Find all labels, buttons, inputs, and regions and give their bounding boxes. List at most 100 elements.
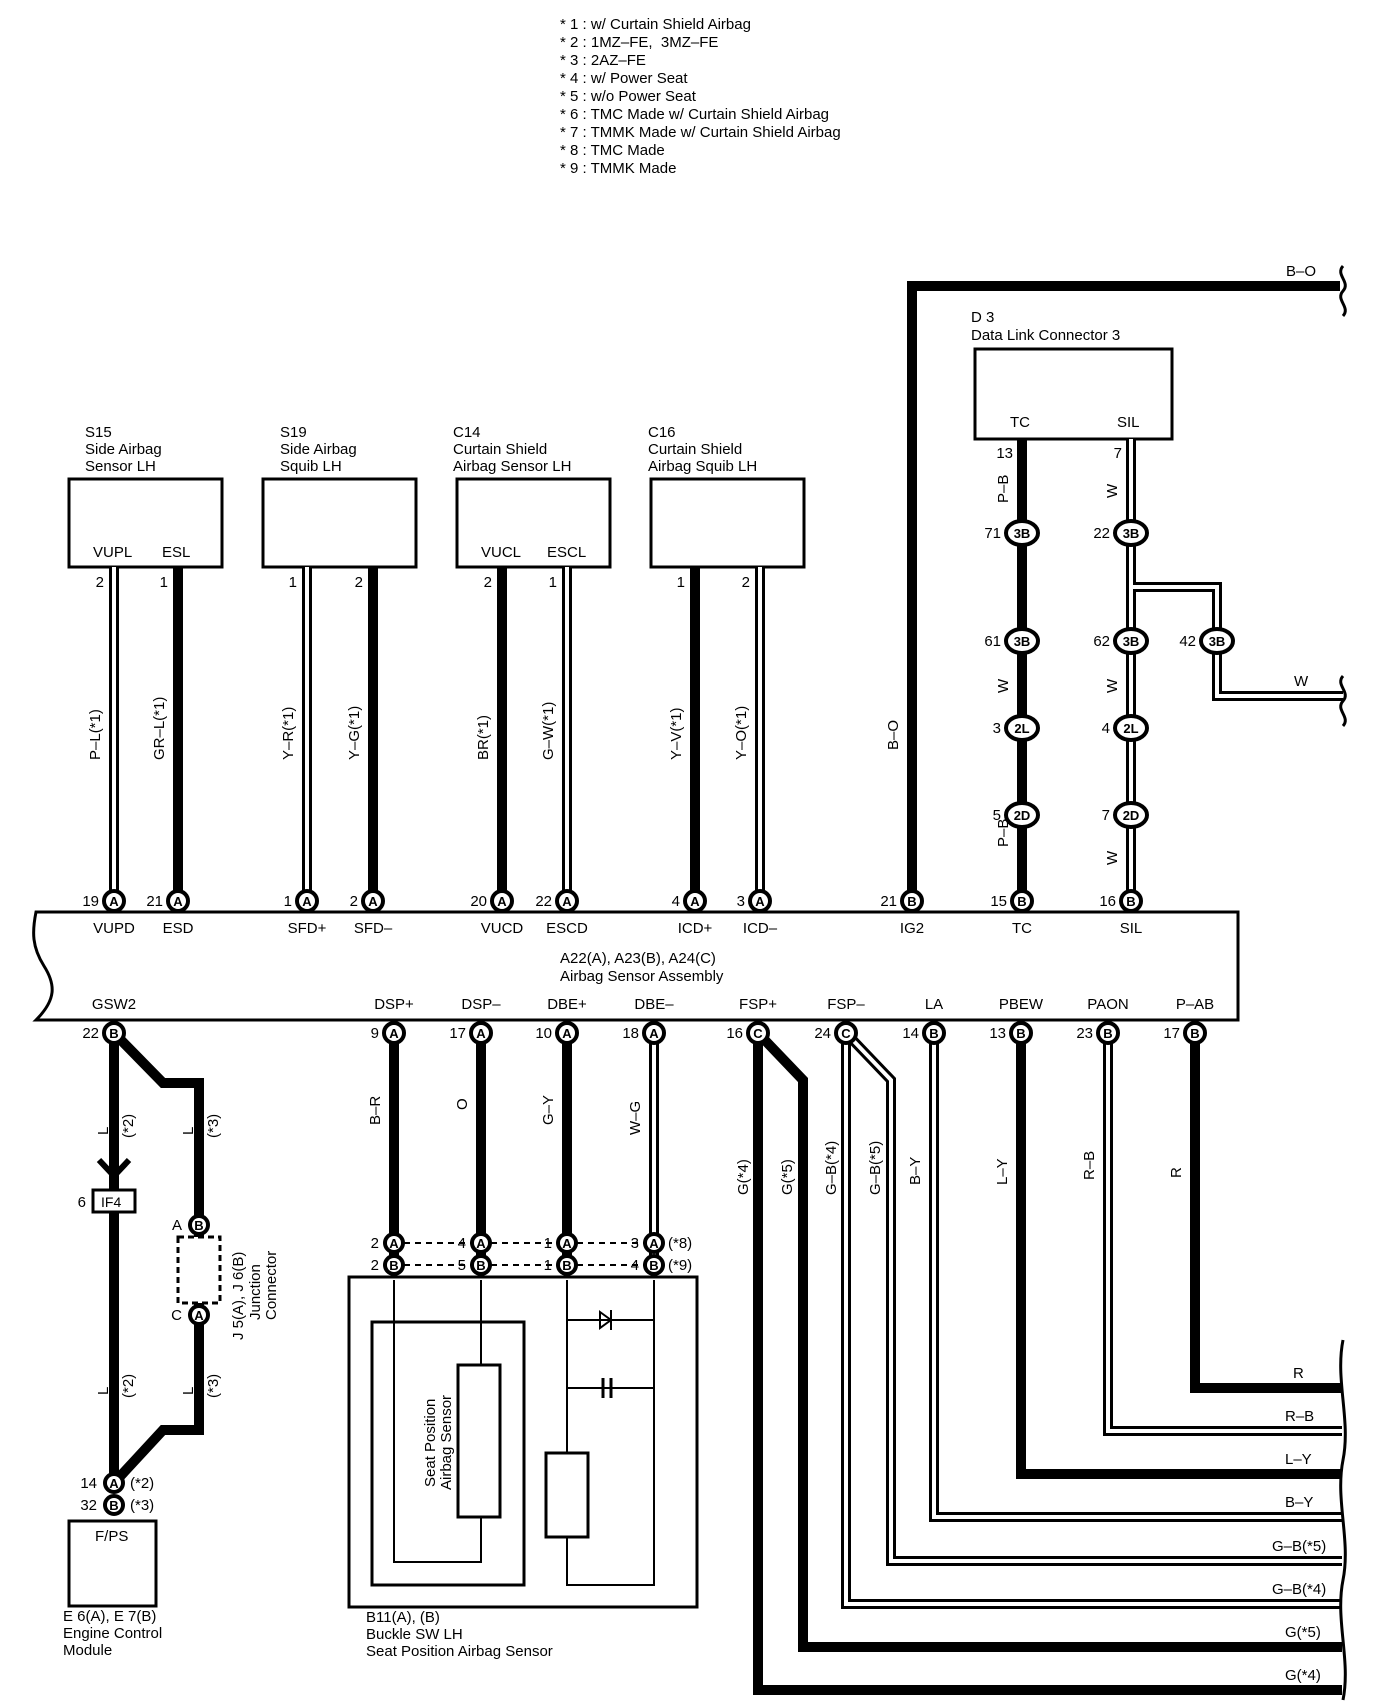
bottom-pin-5-connector-face [750,1025,766,1041]
top-pin-10-connector-label: B [1126,894,1135,909]
top-pin-5-connector-face [559,893,575,909]
bottom-pin-9-wire: R–B [1081,1151,1098,1180]
fsp-wire-2: G–B(*4) [823,1141,840,1195]
footnote-1: * 1 : w/ Curtain Shield Airbag [560,16,751,33]
ecm-pin-b-number: 32 [80,1497,97,1514]
if4-pin-number: 6 [78,1194,86,1211]
b11-inner2: Airbag Sensor [438,1395,455,1490]
b11-pin-b-1-number: 5 [458,1257,466,1274]
b11-note-9: (*9) [668,1257,692,1274]
top-pin-9-number: 15 [990,893,1007,910]
dlc-tc-wire-1: P–B [995,475,1012,503]
exit-b-y: B–Y [1285,1494,1313,1511]
wire-p-ab [1190,1033,1342,1393]
sil-junction-4-label: 2D [1123,808,1140,823]
s19-box [261,477,418,569]
tc-junction-3 [1004,714,1040,742]
s19-name2: Squib LH [280,458,342,475]
assembly-connectors: A22(A), A23(B), A24(C) [560,950,716,967]
bottom-pin-3-number: 10 [535,1025,552,1042]
pin-circles [102,519,1235,1516]
exit-r: R [1293,1365,1304,1382]
bottom-pin-1-name: DSP+ [374,996,414,1013]
wire-fsp-g4 [753,1033,1342,1695]
sil-junction-1-num: 22 [1093,525,1110,542]
bottom-pin-0-number: 22 [82,1025,99,1042]
exit-g4: G(*4) [1285,1667,1321,1684]
s15-box [67,477,224,569]
bottom-pin-8-name: PBEW [999,996,1044,1013]
gsw-wire-l2: L [95,1127,112,1135]
gsw-wire-l2-lower: L [95,1387,112,1395]
c14-name1: Curtain Shield [453,441,547,458]
top-pin-7-connector-face [752,893,768,909]
ecm-pin-fps: F/PS [95,1528,128,1545]
tc-wire-label-lower: P–B [995,819,1012,847]
bottom-pin-1-connector-face [386,1025,402,1041]
top-pin-8-number: 21 [880,893,897,910]
top-pin-3-connector-label: A [368,894,378,909]
top-pin-5-connector-label: A [562,894,572,909]
wire-la [929,1033,1342,1522]
dlc-tc-wire-2: W [995,678,1012,693]
gsw-wire-l3-lower: L [180,1387,197,1395]
footnote-7: * 7 : TMMK Made w/ Curtain Shield Airbag [560,124,841,141]
bottom-pin-0-name: GSW2 [92,996,136,1013]
top-pin-3-name: SFD– [354,920,393,937]
wire-fsp-g5 [754,1029,1342,1652]
top-pin-6-comp-pin: 1 [677,574,685,591]
top-pin-8-connector-face [904,893,920,909]
bottom-pin-10-connector-label: B [1190,1026,1199,1041]
ecm-note-3: (*3) [130,1497,154,1514]
bottom-pin-2-name: DSP– [461,996,501,1013]
assembly-name: Airbag Sensor Assembly [560,968,724,985]
sil-junction-2-num: 62 [1093,633,1110,650]
tc-junction-1 [1004,519,1040,547]
top-pin-9-connector-label: B [1017,894,1026,909]
bottom-pin-1-connector-label: A [389,1026,399,1041]
top-pin-4-number: 20 [470,893,487,910]
bottom-pin-10-number: 17 [1163,1025,1180,1042]
sil-junction-branch-num: 42 [1179,633,1196,650]
j5j6-name1: Junction [247,1264,264,1320]
fsp-wire-1: G(*5) [779,1159,796,1195]
d3-box [973,347,1174,441]
junction-pin-b-label: B [194,1218,203,1233]
top-pin-9-name: TC [1012,920,1032,937]
exit-b-o: B–O [1286,263,1316,280]
ecm-box [67,1519,158,1608]
ecm-code: E 6(A), E 7(B) [63,1608,156,1625]
bottom-pin-9-number: 23 [1076,1025,1093,1042]
bottom-pin-10-wire: R [1168,1167,1185,1178]
b11-code: B11(A), (B) [366,1609,440,1626]
top-pin-4-connector-label: A [497,894,507,909]
sil-junction-3-label: 2L [1123,721,1138,736]
ecm-name1: Engine Control [63,1625,162,1642]
c14-pin-vucl: VUCL [481,544,521,561]
wire-paon [1103,1033,1342,1436]
bottom-pin-8-wire: L–Y [994,1158,1011,1185]
c14-name2: Airbag Sensor LH [453,458,571,475]
bottom-pin-5-number: 16 [726,1025,743,1042]
dlc-tc-pin: 13 [996,445,1013,462]
top-pin-0-name: VUPD [93,920,135,937]
bottom-pin-9-connector-face [1100,1025,1116,1041]
top-pin-2-connector-face [299,893,315,909]
b11-pin-b-2-label: B [562,1258,571,1273]
top-pin-8-name: IG2 [900,920,924,937]
top-pin-5-name: ESCD [546,920,588,937]
gsw-wire-l3: L [180,1127,197,1135]
c16-code: C16 [648,424,676,441]
wire-fsp-gb5 [842,1029,1342,1566]
top-pin-3-connector-face [365,893,381,909]
c16-name2: Airbag Squib LH [648,458,757,475]
bottom-pin-6-connector-label: C [841,1026,851,1041]
b11-pin-a-2-face [560,1236,574,1250]
bottom-pin-4-connector-face [646,1025,662,1041]
bottom-pin-7-connector-face [926,1025,942,1041]
footnote-6: * 6 : TMC Made w/ Curtain Shield Airbag [560,106,830,123]
b11-pin-a-2-label: A [562,1236,572,1251]
s15-name1: Side Airbag [85,441,162,458]
sil-junction-1 [1113,519,1149,547]
top-pin-3-number: 2 [350,893,358,910]
